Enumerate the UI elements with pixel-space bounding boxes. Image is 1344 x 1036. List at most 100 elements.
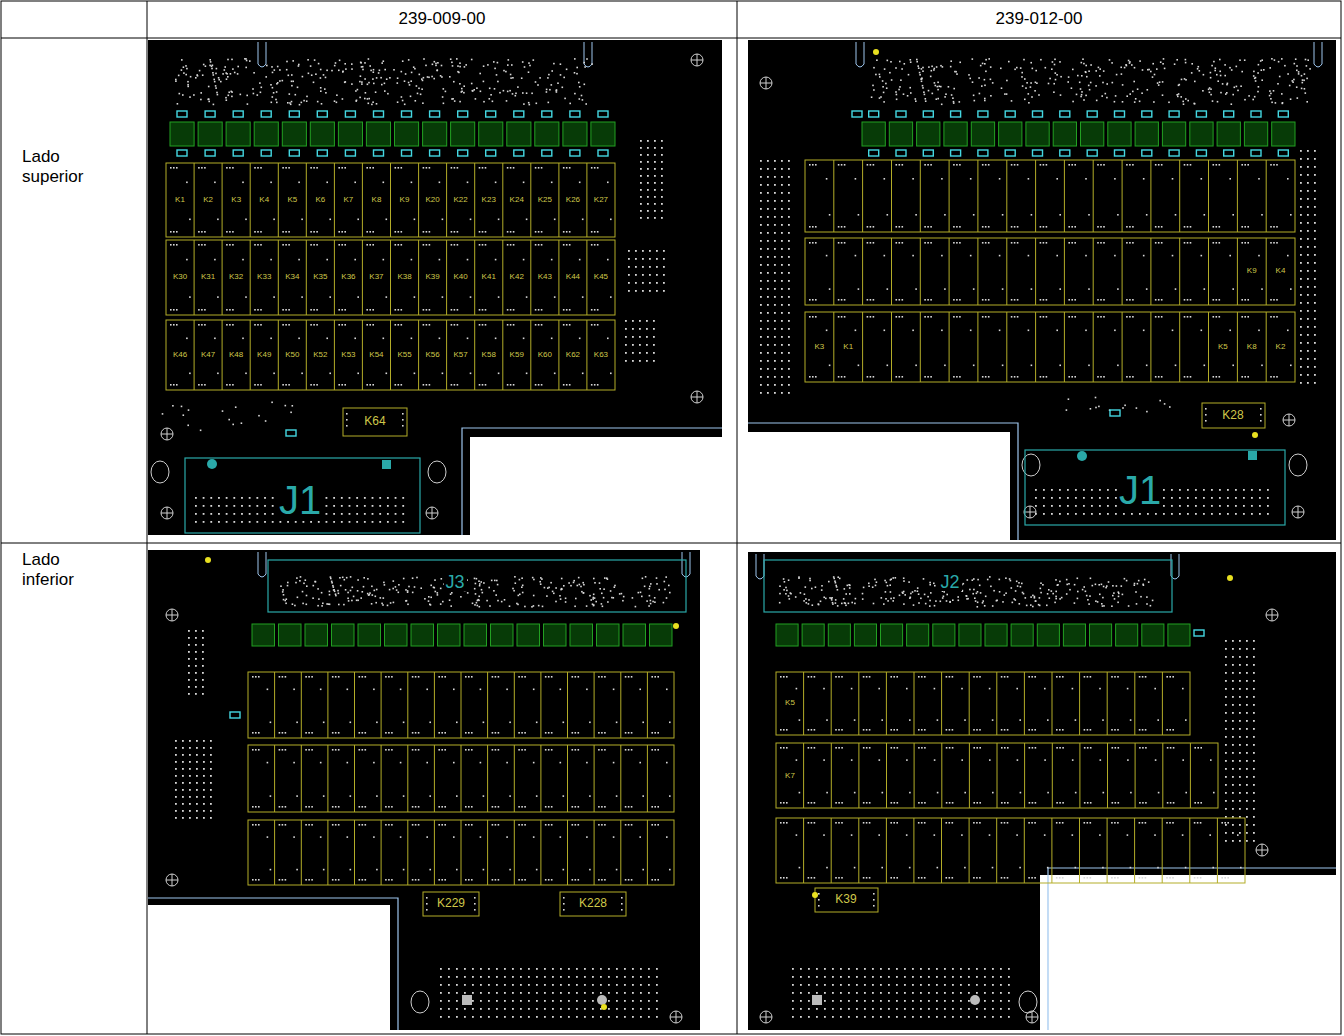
via <box>1040 592 1042 594</box>
via <box>1227 83 1229 85</box>
via <box>1194 81 1196 83</box>
via <box>303 100 305 102</box>
pad <box>781 280 783 282</box>
via <box>835 599 837 601</box>
pad <box>1253 720 1255 722</box>
pad <box>1225 760 1227 762</box>
via <box>371 586 373 588</box>
via <box>367 84 369 86</box>
via <box>195 77 197 79</box>
pad <box>774 248 776 250</box>
via <box>548 74 550 76</box>
pad <box>1232 744 1234 746</box>
via <box>1257 72 1259 74</box>
board-outline <box>1048 868 1336 1030</box>
via <box>409 84 411 86</box>
via <box>1103 605 1105 607</box>
via <box>889 584 891 586</box>
via <box>959 101 961 103</box>
via <box>873 603 875 605</box>
via <box>1158 84 1160 86</box>
via <box>646 600 648 602</box>
via <box>489 605 491 607</box>
via <box>1305 59 1307 61</box>
via <box>351 600 353 602</box>
pad <box>195 630 197 632</box>
via <box>1074 584 1076 586</box>
via <box>574 93 576 95</box>
pad <box>774 328 776 330</box>
via <box>1006 93 1008 95</box>
pad <box>654 217 656 219</box>
pad <box>1232 776 1234 778</box>
pad <box>210 810 212 812</box>
via <box>932 93 934 95</box>
via <box>540 583 542 585</box>
via <box>654 597 656 599</box>
via <box>1135 591 1137 593</box>
via <box>456 58 458 60</box>
via <box>874 579 876 581</box>
via <box>334 100 336 102</box>
pad <box>1246 792 1248 794</box>
pad <box>512 968 514 970</box>
via <box>834 580 836 582</box>
via <box>977 591 979 593</box>
via <box>320 77 322 79</box>
via <box>594 582 596 584</box>
via <box>271 102 273 104</box>
via <box>812 604 814 606</box>
via <box>953 102 955 104</box>
via <box>1134 583 1136 585</box>
via <box>934 605 936 607</box>
via <box>1219 59 1221 61</box>
pad <box>1225 656 1227 658</box>
pad <box>1225 704 1227 706</box>
via <box>1018 582 1020 584</box>
pad <box>661 203 663 205</box>
pad <box>1307 374 1309 376</box>
via <box>949 601 951 603</box>
via <box>347 598 349 600</box>
via <box>1051 68 1053 70</box>
via <box>333 586 335 588</box>
via <box>395 586 397 588</box>
via <box>279 69 281 71</box>
via <box>203 64 205 66</box>
via <box>478 596 480 598</box>
via <box>321 592 323 594</box>
via <box>546 89 548 91</box>
via <box>1068 583 1070 585</box>
pad <box>767 368 769 370</box>
via <box>828 581 830 583</box>
pad <box>767 160 769 162</box>
via <box>1068 76 1070 78</box>
via <box>510 77 512 79</box>
via <box>1010 580 1012 582</box>
via <box>882 86 884 88</box>
via <box>515 93 517 95</box>
via <box>1096 100 1098 102</box>
via <box>480 581 482 583</box>
via <box>589 595 591 597</box>
pad <box>760 176 762 178</box>
pad <box>203 761 205 763</box>
via <box>420 587 422 589</box>
via <box>908 581 910 583</box>
via <box>1085 71 1087 73</box>
via <box>973 578 975 580</box>
via <box>216 68 218 70</box>
pad <box>788 392 790 394</box>
via <box>915 98 917 100</box>
via <box>475 593 477 595</box>
via <box>322 603 324 605</box>
via <box>1080 88 1082 90</box>
via <box>848 603 850 605</box>
via <box>833 578 835 580</box>
via <box>958 600 960 602</box>
via <box>1269 90 1271 92</box>
via <box>1136 603 1138 605</box>
via <box>883 92 885 94</box>
pad <box>767 384 769 386</box>
pad <box>760 200 762 202</box>
